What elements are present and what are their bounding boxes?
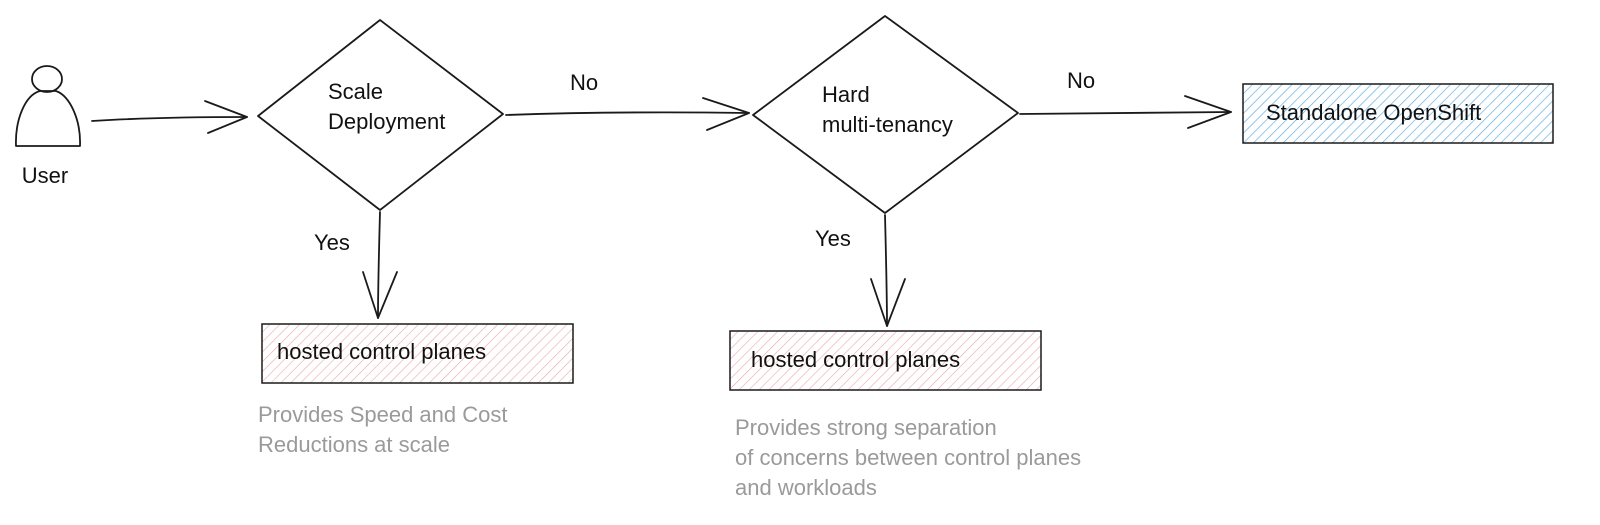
outcome-1-note-line2: Reductions at scale bbox=[258, 432, 450, 457]
scale-no-label: No bbox=[570, 70, 598, 95]
arrow-scale-yes: Yes bbox=[314, 211, 398, 319]
arrow-tenancy-yes: Yes bbox=[815, 214, 906, 327]
decision-hard-multi-tenancy: Hard multi-tenancy bbox=[752, 15, 1019, 214]
outcome-2-note-line1: Provides strong separation bbox=[735, 415, 997, 440]
arrow-scale-no: No bbox=[505, 70, 750, 131]
user-head bbox=[31, 65, 63, 93]
outcome-2-note-line3: and workloads bbox=[735, 475, 877, 500]
decision-scale-deployment: Scale Deployment bbox=[257, 19, 504, 211]
outcome-2-note-line2: of concerns between control planes bbox=[735, 445, 1081, 470]
outcome-3-label: Standalone OpenShift bbox=[1266, 100, 1481, 125]
tenancy-yes-label: Yes bbox=[815, 226, 851, 251]
arrow-tenancy-no: No bbox=[1019, 68, 1232, 129]
decision-diamond-scale bbox=[257, 19, 504, 211]
decision-tenancy-line2: multi-tenancy bbox=[822, 112, 953, 137]
decision-diamond-tenancy bbox=[752, 15, 1019, 214]
arrow-user-to-scale bbox=[91, 100, 248, 134]
outcome-standalone-openshift: Standalone OpenShift bbox=[1242, 83, 1554, 144]
outcome-2-label: hosted control planes bbox=[751, 347, 960, 372]
user-actor: User bbox=[15, 65, 81, 188]
outcome-1-label: hosted control planes bbox=[277, 339, 486, 364]
outcome-hosted-control-planes-2: hosted control planes Provides strong se… bbox=[729, 330, 1081, 500]
user-icon bbox=[15, 90, 81, 147]
outcome-hosted-control-planes-1: hosted control planes Provides Speed and… bbox=[258, 323, 574, 457]
outcome-1-note-line1: Provides Speed and Cost bbox=[258, 402, 508, 427]
user-label: User bbox=[22, 163, 68, 188]
decision-scale-line2: Deployment bbox=[328, 109, 445, 134]
decision-tenancy-line1: Hard bbox=[822, 82, 870, 107]
scale-yes-label: Yes bbox=[314, 230, 350, 255]
decision-scale-line1: Scale bbox=[328, 79, 383, 104]
tenancy-no-label: No bbox=[1067, 68, 1095, 93]
